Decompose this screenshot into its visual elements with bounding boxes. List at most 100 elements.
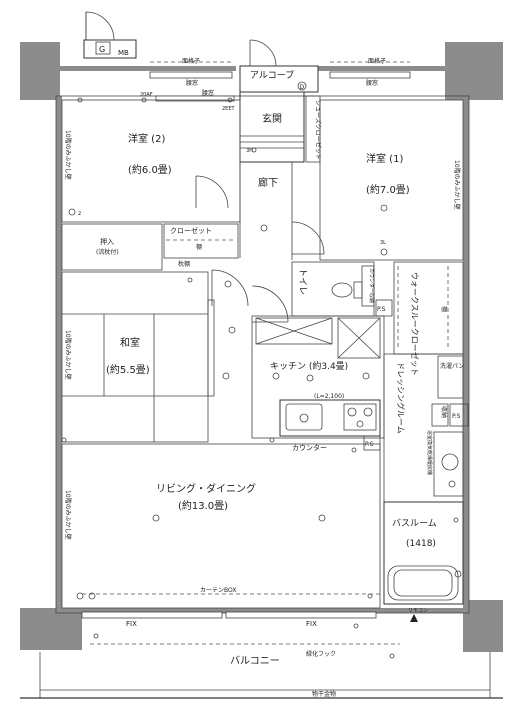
alcove-marker-letter: D: [300, 84, 305, 91]
kitchen-upper-cabinet: [255, 317, 333, 345]
hallway-label: 廊下: [258, 176, 278, 189]
light-mark: [306, 374, 314, 382]
mb-door-swing: [85, 11, 115, 41]
ps-label-3: P.S: [365, 441, 374, 448]
western2-room: [61, 99, 241, 223]
western2-name: 洋室 (2): [128, 132, 165, 145]
outlet-mark: [389, 653, 395, 659]
wall-top-left: [56, 66, 236, 71]
tobukuro-label: 枕棚: [178, 260, 190, 268]
outlet-mark: [448, 480, 456, 488]
fixture-marks: [61, 97, 462, 659]
light-mark: [380, 248, 388, 256]
kitchen-width: (L=2,100): [314, 393, 344, 400]
closet-shelf: 棚: [196, 243, 202, 251]
western2-door-swing: [195, 175, 229, 209]
toilet-door-swing: [251, 285, 289, 323]
kitchen-sink: [285, 403, 323, 431]
curtain-box-label: カーテンBOX: [200, 587, 236, 594]
light-mark: [318, 514, 326, 522]
dressing-room: [383, 353, 464, 503]
light-mark: [222, 372, 230, 380]
window-top-right-label: 腰窓: [366, 79, 378, 87]
outlet-mark: [353, 623, 359, 629]
window-mid-label: 腰窓: [202, 89, 214, 97]
hook-label: 緑化フック: [306, 650, 336, 658]
light-mark: [152, 514, 160, 522]
meter-box: [83, 39, 137, 59]
bathroom-size: (1418): [406, 539, 436, 549]
light-mark: [260, 224, 268, 232]
vanity-basin: [441, 453, 459, 471]
storage-box: [431, 403, 449, 427]
toilet-bowl: [331, 282, 353, 298]
window-top-right: [329, 71, 411, 79]
toilet-tank: [353, 281, 363, 299]
remote-label: リモコン: [408, 608, 428, 614]
outlet-mark: [454, 570, 462, 578]
walkin-closet: [393, 261, 464, 355]
outlet-mark: [269, 437, 275, 443]
closet-label: クローゼット: [170, 226, 212, 235]
light-mark: [380, 204, 388, 212]
outlet-label-3l: 3L: [380, 240, 386, 246]
window-bottom-right: [225, 611, 377, 619]
column-bottom-left: [20, 608, 82, 650]
outlet-mark: [453, 517, 459, 523]
oshiire: [61, 223, 163, 271]
wall-note-left-3: 10階のみふかし壁: [64, 490, 72, 540]
western1-room: [319, 99, 464, 261]
alcove-label: アルコーブ: [250, 69, 294, 81]
outlet-mark: [227, 97, 233, 103]
light-mark: [362, 372, 370, 380]
storage-label: 収納: [440, 406, 448, 418]
wall-note-right-1: 10階のみふかし壁: [453, 160, 461, 210]
wall-bottom: [82, 608, 463, 613]
outlet-mark: [77, 97, 83, 103]
lr-door-swing: [211, 269, 249, 307]
burner-1: [347, 407, 357, 417]
fridge-x-2: [337, 317, 381, 359]
gas-box: [95, 41, 111, 55]
vanity: [433, 431, 464, 497]
outlet-mark: [76, 592, 84, 600]
shoes-closet-label: シューズクローゼット: [314, 100, 322, 160]
oshiire-label: 押入: [100, 237, 114, 246]
light-mark: [228, 326, 236, 334]
bathtub: [387, 565, 459, 601]
window-mid: [155, 95, 235, 102]
ps-label-2: P.S: [452, 413, 461, 420]
fix-right-label: FIX: [306, 620, 317, 628]
counter-label: カウンター: [292, 443, 327, 452]
living-room: [61, 443, 381, 609]
burner-3: [356, 420, 364, 428]
outlet-label-2: 2: [78, 211, 81, 217]
sink-drain: [299, 413, 309, 423]
column-bottom-right: [463, 600, 503, 652]
wall-note-left-1: 10階のみふかし壁: [64, 130, 72, 180]
alcove-marker: [297, 81, 307, 91]
counter-storage-label: カウンター収納: [368, 268, 375, 303]
outlet-mark: [351, 447, 357, 453]
dressing-label: ドレッシングルーム: [396, 362, 406, 434]
ps-box-2: [449, 403, 469, 427]
western2-closet: [163, 223, 239, 259]
window-top-left-label: 腰窓: [186, 79, 198, 87]
wall-right: [463, 96, 469, 602]
outlet-mark: [93, 633, 99, 639]
cabinet-x-2: [255, 317, 333, 345]
washing-pan-label: 洗濯パン: [440, 362, 464, 370]
outlet-mark: [251, 147, 257, 153]
handrail-right-label: 面格子: [368, 57, 386, 65]
window-top-left: [149, 71, 233, 79]
western2-size: (約6.0畳): [128, 163, 172, 176]
bathroom-name: バスルーム: [392, 518, 437, 529]
burner-2: [363, 407, 373, 417]
kitchen-area: [251, 315, 385, 439]
outlet-mark: [88, 592, 96, 600]
window-bottom-left: [81, 611, 223, 619]
entry-door-swing: [249, 39, 277, 67]
fix-left-label: FIX: [126, 620, 137, 628]
walkin-shelf: 棚: [440, 306, 448, 312]
kitchen-label: キッチン (約3.4畳): [270, 360, 348, 372]
